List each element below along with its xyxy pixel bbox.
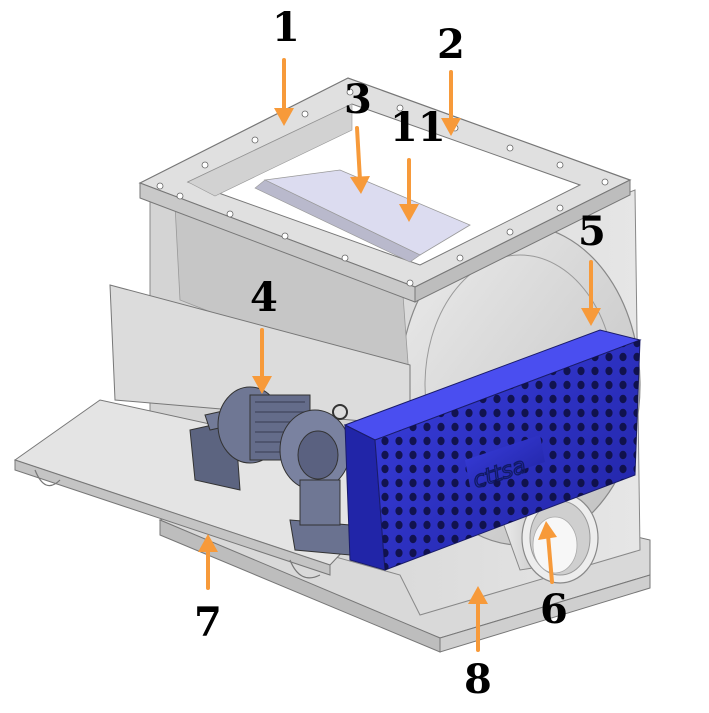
- outlet-pipe: [494, 492, 599, 584]
- arrow-8: [468, 586, 488, 652]
- arrow-3: [350, 126, 370, 194]
- label-1: 1: [272, 4, 300, 51]
- callout-arrows: [198, 58, 601, 652]
- label-4: 4: [250, 274, 278, 321]
- belt-guard: cttsa: [343, 329, 642, 571]
- arrow-7: [198, 534, 218, 590]
- arrow-6: [538, 521, 557, 584]
- arrow-5: [581, 260, 601, 326]
- arrow-1: [274, 58, 294, 126]
- arrow-4: [252, 328, 272, 394]
- gear-motor: [189, 386, 351, 556]
- label-11: 11: [390, 104, 446, 151]
- label-6: 6: [540, 586, 568, 633]
- label-5: 5: [578, 208, 606, 255]
- inlet-flange: [138, 77, 632, 303]
- label-8: 8: [464, 656, 492, 703]
- label-3: 3: [344, 76, 372, 123]
- label-7: 7: [194, 599, 222, 646]
- arrow-11: [399, 158, 419, 222]
- label-2: 2: [437, 21, 465, 68]
- arrow-2: [441, 70, 461, 136]
